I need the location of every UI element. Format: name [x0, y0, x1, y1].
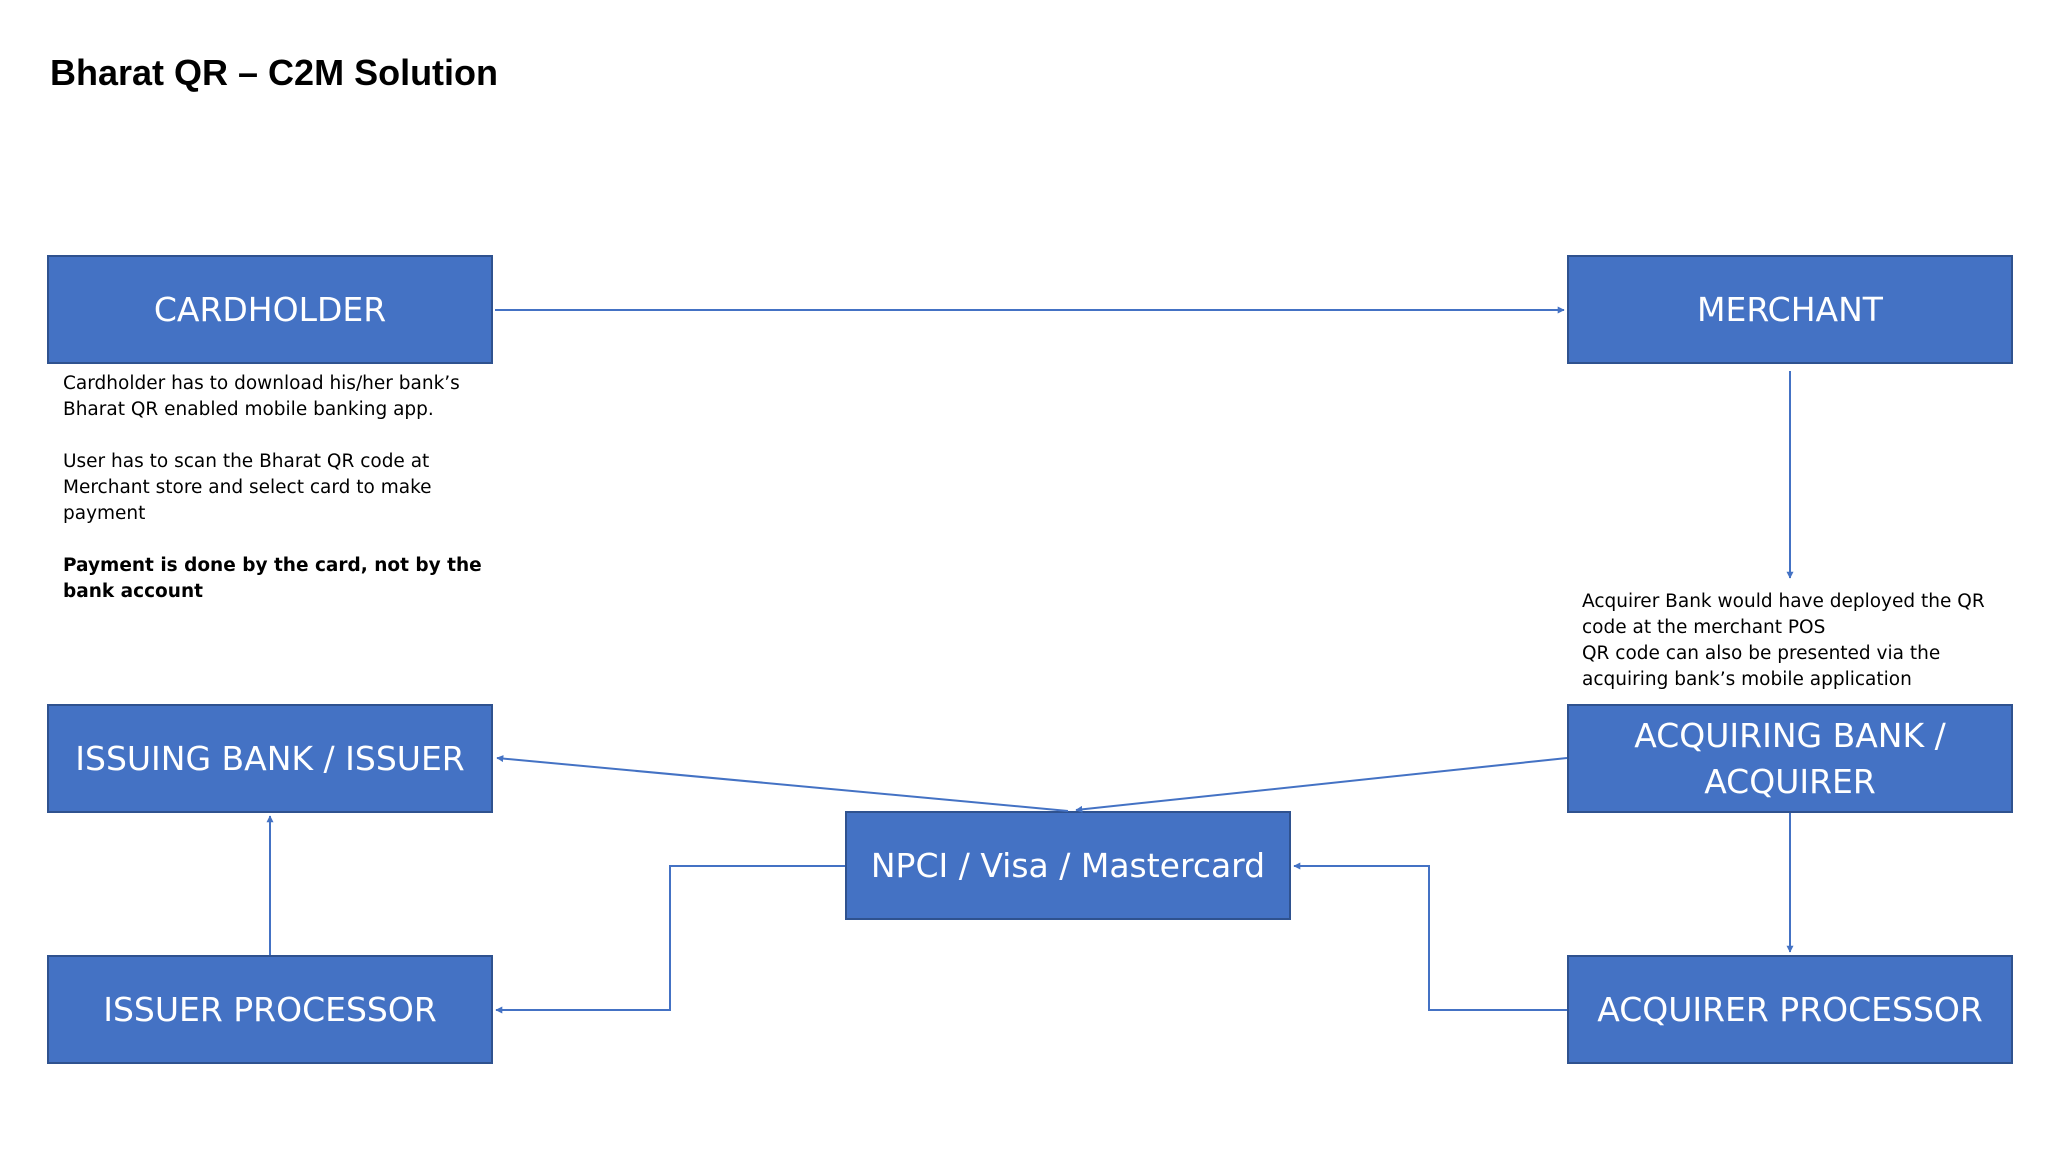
arrow-acquiring-to-npci	[1075, 757, 1568, 813]
arrow-npci-to-issuer-processor	[495, 865, 845, 1014]
issuing-bank-label: ISSUING BANK / ISSUER	[75, 738, 465, 778]
cardholder-note: Cardholder has to download his/her bank’…	[63, 371, 503, 605]
page-title: Bharat QR – C2M Solution	[50, 52, 499, 93]
acquirer-note-deployed: Acquirer Bank would have deployed the QR…	[1582, 591, 1985, 638]
cardholder-note-download: Cardholder has to download his/her bank’…	[63, 373, 460, 420]
cardholder-note-scan: User has to scan the Bharat QR code at M…	[63, 451, 432, 524]
arrow-acquirer-processor-to-npci	[1293, 862, 1567, 1011]
acquirer-note-mobile: QR code can also be presented via the ac…	[1582, 643, 1941, 690]
issuer-processor-label: ISSUER PROCESSOR	[103, 989, 437, 1029]
issuer-processor-box: ISSUER PROCESSOR	[47, 955, 493, 1064]
acquirer-processor-box: ACQUIRER PROCESSOR	[1567, 955, 2013, 1064]
cardholder-box: CARDHOLDER	[47, 255, 493, 364]
acquirer-note: Acquirer Bank would have deployed the QR…	[1582, 589, 2002, 693]
npci-box: NPCI / Visa / Mastercard	[845, 811, 1291, 920]
merchant-box: MERCHANT	[1567, 255, 2013, 364]
acquirer-processor-label: ACQUIRER PROCESSOR	[1597, 989, 1983, 1029]
merchant-label: MERCHANT	[1697, 289, 1883, 329]
arrow-npci-to-issuing	[496, 755, 1069, 812]
acquiring-bank-box: ACQUIRING BANK / ACQUIRER	[1567, 704, 2013, 813]
cardholder-label: CARDHOLDER	[153, 289, 387, 329]
cardholder-note-payment: Payment is done by the card, not by the …	[63, 555, 482, 602]
acquiring-bank-label: ACQUIRING BANK / ACQUIRER	[1634, 715, 1946, 801]
npci-label: NPCI / Visa / Mastercard	[870, 845, 1266, 885]
issuing-bank-box: ISSUING BANK / ISSUER	[47, 704, 493, 813]
